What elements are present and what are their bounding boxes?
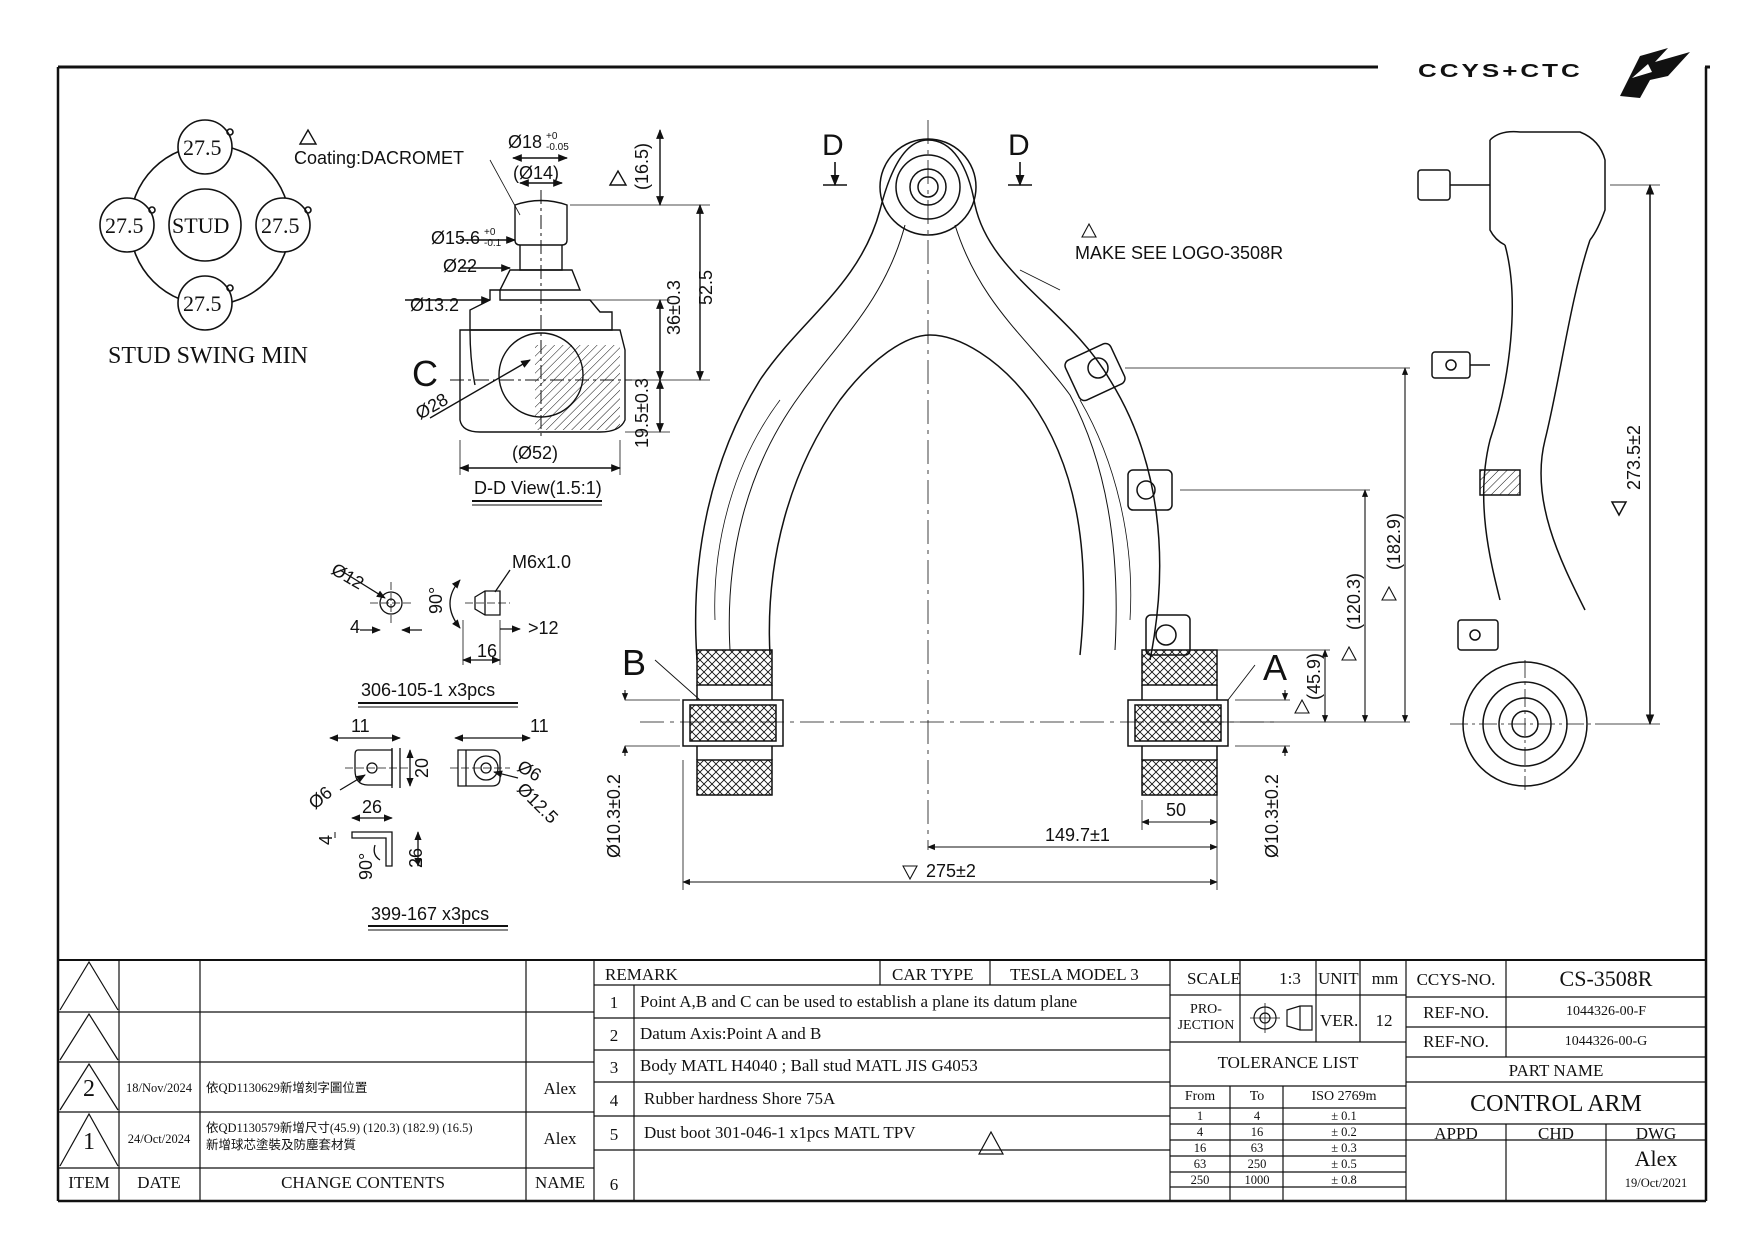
- dim-h19-5: 19.5±0.3: [632, 378, 652, 448]
- dim-d28: Ø28: [412, 389, 451, 423]
- main-view-text: D D B A MAKE SEE LOGO-3508R Ø10.3±0.2 Ø1…: [604, 129, 1404, 881]
- title-block-grid: [58, 960, 1706, 1201]
- dim-d14: (Ø14): [513, 163, 559, 183]
- stud-swing-view: 27.5 27.5 27.5 27.5 STUD STUD SWING MIN: [99, 119, 312, 369]
- swing-angle-top: 27.5: [183, 135, 222, 160]
- dim-d15-6: Ø15.6: [431, 228, 480, 248]
- dim-399-h26: 26: [406, 848, 426, 868]
- section-d-right: D: [1008, 129, 1030, 162]
- dim-d22: Ø22: [443, 256, 477, 276]
- dim-w149-7: 149.7±1: [1045, 825, 1110, 845]
- part-399-view: [329, 734, 531, 867]
- dim-d15-6-tol-upper: +0: [484, 227, 496, 238]
- dim-w50: 50: [1166, 800, 1186, 820]
- dim-h273-5: 273.5±2: [1624, 425, 1644, 490]
- dim-306-a90: 90°: [426, 587, 446, 614]
- dim-399-w26: 26: [362, 797, 382, 817]
- swing-angle-bottom: 27.5: [183, 291, 222, 316]
- dim-h120-3: (120.3): [1344, 573, 1364, 630]
- control-arm-main-view: [640, 120, 1280, 850]
- point-b-label: B: [622, 642, 646, 683]
- part-399-caption: 399-167 x3pcs: [371, 904, 489, 924]
- dim-d10-3-left: Ø10.3±0.2: [604, 774, 624, 858]
- dim-d52: (Ø52): [512, 443, 558, 463]
- part-306-view: [339, 569, 521, 665]
- swing-angle-left: 27.5: [105, 213, 144, 238]
- dim-h182-9: (182.9): [1384, 513, 1404, 570]
- coating-note: Coating:DACROMET: [294, 148, 464, 168]
- swing-angle-right: 27.5: [261, 213, 300, 238]
- sheet-border: [56, 65, 1710, 1203]
- dim-306-thread: M6x1.0: [512, 552, 571, 572]
- point-a-label: A: [1263, 647, 1287, 688]
- main-view-dims: [621, 162, 1410, 890]
- stud-swing-caption: STUD SWING MIN: [108, 343, 308, 369]
- dim-w275: 275±2: [926, 861, 976, 881]
- dim-306-w4: 4: [350, 617, 360, 637]
- section-d-left: D: [822, 129, 844, 162]
- dim-d18-tol-upper: +0: [546, 131, 558, 142]
- section-letter-c: C: [412, 353, 438, 394]
- stud-label: STUD: [172, 213, 229, 238]
- dim-d15-6-tol-lower: -0.1: [484, 238, 502, 249]
- dim-399-d12-5: Ø12.5: [513, 779, 562, 828]
- dim-h16-5: (16.5): [632, 143, 652, 190]
- company-logo: CCYS+CTC: [1418, 48, 1690, 98]
- part-306-text: Ø12 4 90° M6x1.0 16 >12 306-105-1 x3pcs: [328, 552, 571, 700]
- part-399-text: 11 11 20 Ø6 Ø6 Ø12.5 26 4 90° 26 399-167…: [305, 716, 562, 924]
- dd-view-caption: D-D View(1.5:1): [474, 478, 602, 498]
- dim-399-w11b: 11: [530, 716, 549, 736]
- dim-d18: Ø18: [508, 132, 542, 152]
- dim-306-l16: 16: [477, 641, 497, 661]
- dim-399-a90: 90°: [356, 853, 376, 880]
- part-306-caption: 306-105-1 x3pcs: [361, 680, 495, 700]
- dim-d10-3-right: Ø10.3±0.2: [1262, 774, 1282, 858]
- dim-306-gt12: >12: [528, 618, 559, 638]
- dim-h45-9: (45.9): [1304, 653, 1324, 700]
- logo-note: MAKE SEE LOGO-3508R: [1075, 243, 1283, 263]
- dim-399-w11a: 11: [351, 716, 370, 736]
- logo-text: CCYS+CTC: [1418, 61, 1583, 81]
- dim-399-h20: 20: [412, 758, 432, 778]
- dim-h36: 36±0.3: [664, 280, 684, 335]
- dim-h52-5: 52.5: [696, 270, 716, 305]
- dim-399-t4: 4: [316, 835, 336, 845]
- logo-horse-icon: [1620, 48, 1690, 98]
- dim-399-d6a: Ø6: [305, 782, 336, 813]
- dd-section-view: [298, 128, 710, 475]
- dd-view-text: Coating:DACROMET Ø18 +0 -0.05 (Ø14) Ø15.…: [294, 131, 716, 498]
- dim-d13-2: Ø13.2: [410, 295, 459, 315]
- dim-306-d12: Ø12: [328, 559, 367, 593]
- control-arm-side-view: [1417, 130, 1660, 790]
- dim-d18-tol-lower: -0.05: [546, 142, 569, 153]
